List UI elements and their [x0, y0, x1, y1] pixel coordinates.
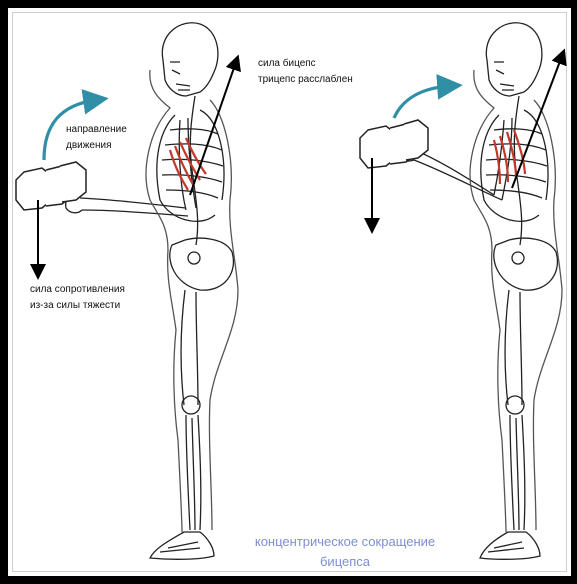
caption-line2: бицепса: [190, 552, 500, 572]
direction-label-line2: движения: [66, 138, 127, 154]
bicep-force-label: сила бицепс трицепс расслаблен: [258, 56, 353, 88]
dumbbell-right: [360, 120, 428, 168]
direction-label-line1: направление: [66, 122, 127, 138]
direction-arrow-right: [394, 86, 450, 118]
bicep-force-label-line2: трицепс расслаблен: [258, 72, 353, 88]
direction-label: направление движения: [66, 122, 127, 154]
bicep-force-label-line1: сила бицепс: [258, 56, 353, 72]
caption: концентрическое сокращение бицепса: [190, 532, 500, 572]
caption-line1: концентрическое сокращение: [190, 532, 500, 552]
resistance-label-line1: сила сопротивления: [30, 282, 125, 298]
resistance-label: сила сопротивления из-за силы тяжести: [30, 282, 125, 314]
resistance-label-line2: из-за силы тяжести: [30, 298, 125, 314]
dumbbell-left: [16, 162, 86, 210]
skeleton-figure-right: [396, 23, 562, 560]
